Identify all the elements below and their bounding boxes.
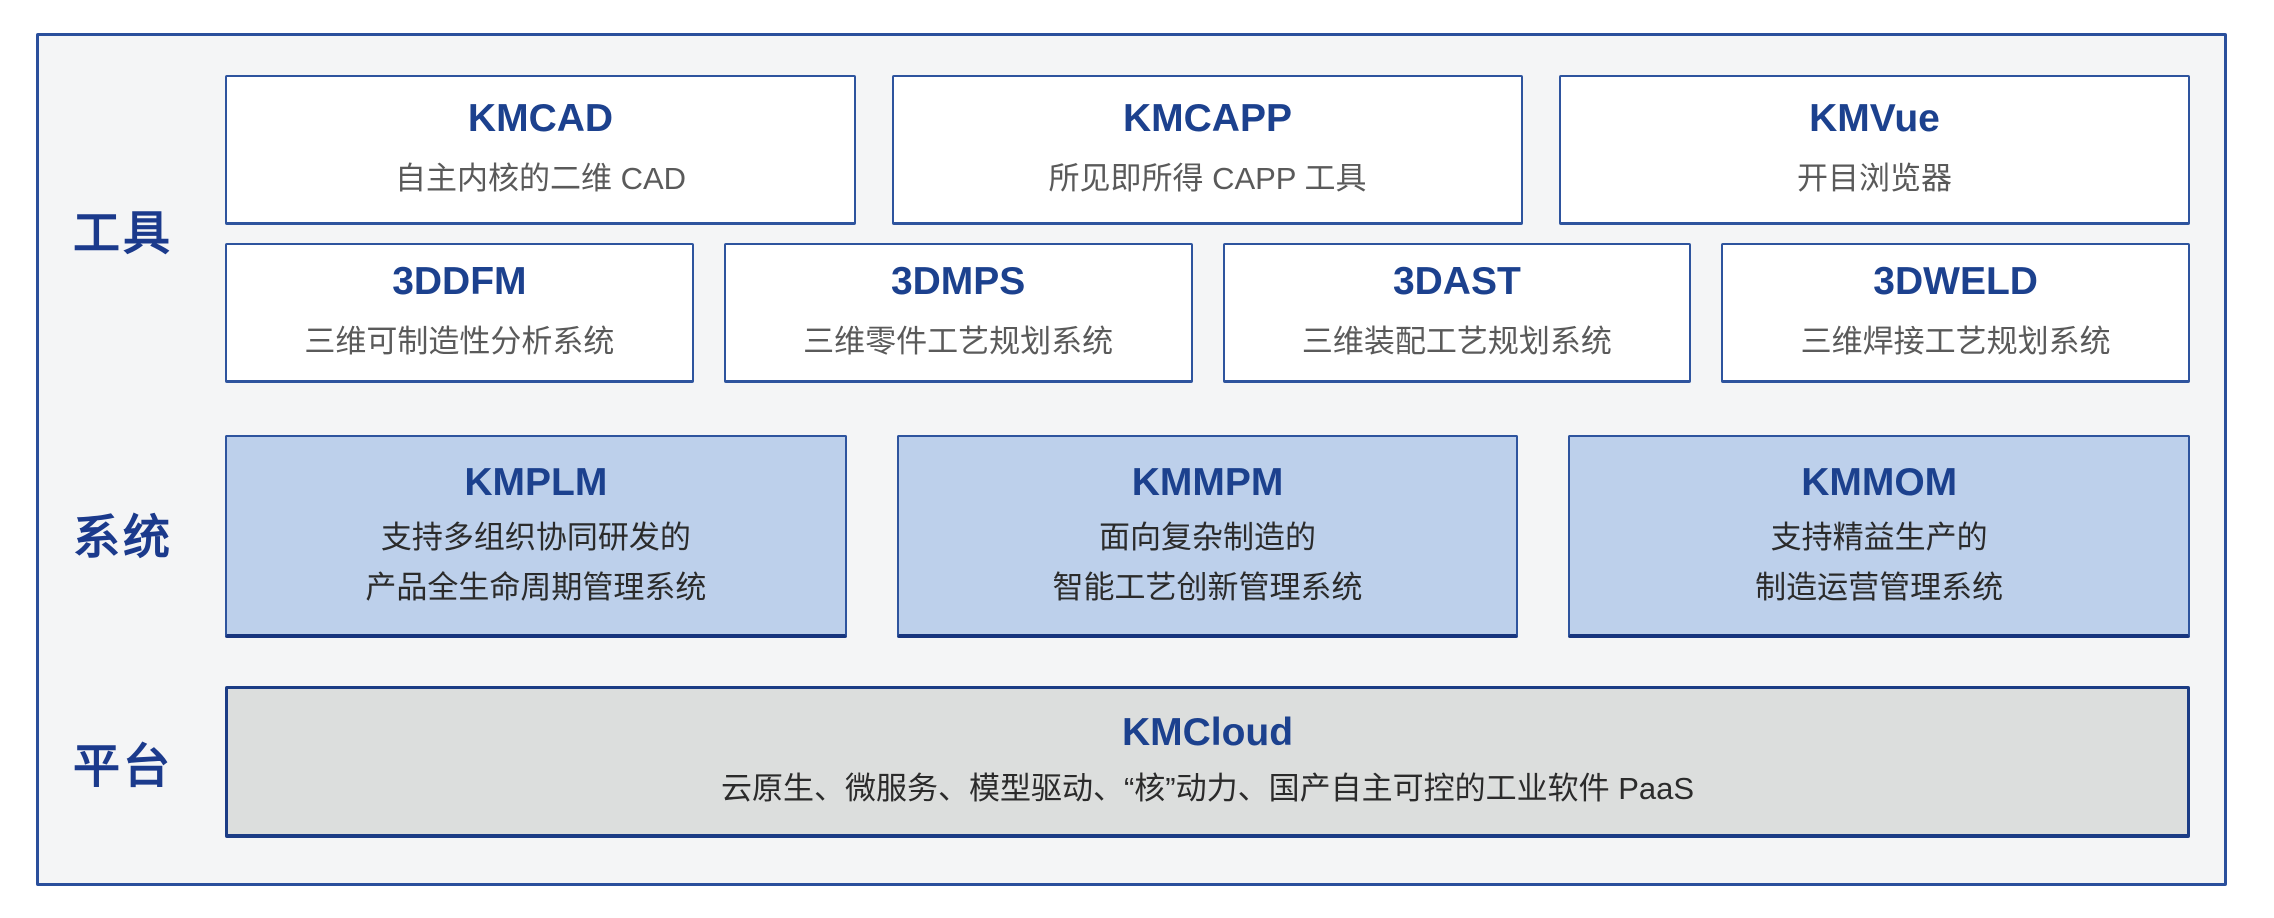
box-subtitle: 所见即所得 CAPP 工具 <box>1048 154 1366 204</box>
box-kmcapp: KMCAPP 所见即所得 CAPP 工具 <box>892 75 1523 225</box>
box-kmplm: KMPLM 支持多组织协同研发的 产品全生命周期管理系统 <box>225 435 847 638</box>
systems-row: KMPLM 支持多组织协同研发的 产品全生命周期管理系统 KMMPM 面向复杂制… <box>225 435 2191 638</box>
box-title: KMMPM <box>1131 460 1284 504</box>
subtitle-line: 支持多组织协同研发的 <box>380 520 691 556</box>
box-subtitle: 面向复杂制造的 智能工艺创新管理系统 <box>1053 513 1363 612</box>
subtitle-line: 制造运营管理系统 <box>1755 569 2004 605</box>
box-kmvue: KMVue 开目浏览器 <box>1559 75 2190 225</box>
box-subtitle: 三维可制造性分析系统 <box>304 317 614 367</box>
box-title: KMMOM <box>1801 460 1958 504</box>
box-title: 3DDFM <box>392 260 527 304</box>
subtitle-line: 智能工艺创新管理系统 <box>1052 569 1363 605</box>
box-subtitle: 三维焊接工艺规划系统 <box>1801 317 2111 367</box>
subtitle-line: 面向复杂制造的 <box>1099 520 1316 556</box>
tools-row-2: 3DDFM 三维可制造性分析系统 3DMPS 三维零件工艺规划系统 3DAST … <box>225 243 2190 383</box>
box-kmmom: KMMOM 支持精益生产的 制造运营管理系统 <box>1568 435 2191 638</box>
subtitle-line: 产品全生命周期管理系统 <box>365 569 707 605</box>
box-subtitle: 三维装配工艺规划系统 <box>1302 317 1612 367</box>
box-title: KMCAD <box>467 97 614 141</box>
diagram-panel: 工具 系统 平台 KMCAD 自主内核的二维 CAD KMCAPP 所见即所得 … <box>36 33 2227 886</box>
box-3dast: 3DAST 三维装配工艺规划系统 <box>1222 243 1692 383</box>
section-label-tools: 工具 <box>73 206 173 260</box>
box-subtitle: 开目浏览器 <box>1797 154 1952 204</box>
tools-row-1: KMCAD 自主内核的二维 CAD KMCAPP 所见即所得 CAPP 工具 K… <box>225 75 2190 225</box>
section-label-systems: 系统 <box>73 510 173 564</box>
box-title: KMPLM <box>464 460 608 504</box>
subtitle-line: 开目浏览器 <box>1797 161 1952 197</box>
subtitle-line: 三维焊接工艺规划系统 <box>1800 324 2111 360</box>
section-label-platform: 平台 <box>73 739 173 793</box>
box-subtitle: 三维零件工艺规划系统 <box>803 317 1113 367</box>
box-kmcloud: KMCloud 云原生、微服务、模型驱动、“核”动力、国产自主可控的工业软件 P… <box>225 686 2190 838</box>
box-3dweld: 3DWELD 三维焊接工艺规划系统 <box>1721 243 2190 383</box>
platform-row: KMCloud 云原生、微服务、模型驱动、“核”动力、国产自主可控的工业软件 P… <box>225 686 2190 838</box>
box-subtitle: 自主内核的二维 CAD <box>395 154 686 204</box>
box-title: KMCloud <box>1121 711 1294 755</box>
subtitle-line: 三维装配工艺规划系统 <box>1301 324 1612 360</box>
box-kmmpm: KMMPM 面向复杂制造的 智能工艺创新管理系统 <box>896 435 1519 638</box>
box-subtitle: 支持多组织协同研发的 产品全生命周期管理系统 <box>365 513 706 612</box>
box-title: KMVue <box>1809 97 1940 141</box>
subtitle-line: 所见即所得 CAPP 工具 <box>1048 161 1367 197</box>
box-3ddfm: 3DDFM 三维可制造性分析系统 <box>225 243 694 383</box>
subtitle-line: 三维可制造性分析系统 <box>304 324 615 360</box>
box-kmcad: KMCAD 自主内核的二维 CAD <box>225 75 856 225</box>
box-title: KMCAPP <box>1122 97 1292 141</box>
box-title: 3DMPS <box>890 260 1026 304</box>
box-title: 3DAST <box>1392 260 1521 304</box>
subtitle-line: 支持精益生产的 <box>1770 520 1988 556</box>
box-subtitle: 云原生、微服务、模型驱动、“核”动力、国产自主可控的工业软件 PaaS <box>721 764 1694 814</box>
box-3dmps: 3DMPS 三维零件工艺规划系统 <box>723 243 1193 383</box>
box-title: 3DWELD <box>1873 260 2038 304</box>
box-subtitle: 支持精益生产的 制造运营管理系统 <box>1755 513 2003 612</box>
subtitle-line: 自主内核的二维 CAD <box>394 161 687 197</box>
subtitle-line: 三维零件工艺规划系统 <box>803 324 1114 360</box>
subtitle-line: 云原生、微服务、模型驱动、“核”动力、国产自主可控的工业软件 PaaS <box>720 771 1695 807</box>
